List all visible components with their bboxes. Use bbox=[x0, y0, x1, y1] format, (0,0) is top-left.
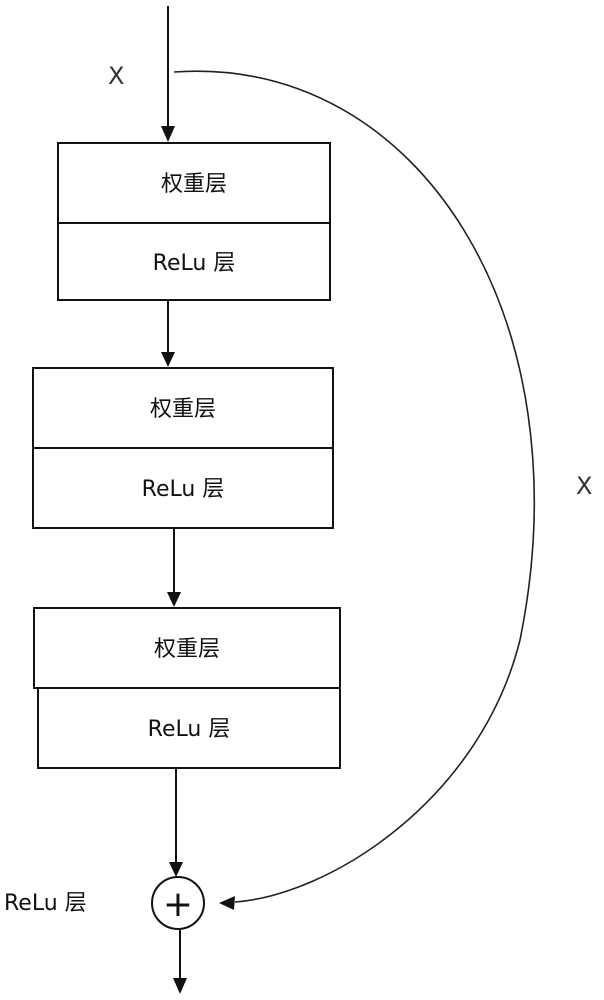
skip-connection-curve bbox=[173, 70, 535, 903]
weight-layer-label-1: 权重层 bbox=[161, 172, 227, 197]
relu-layer-box-3 bbox=[37, 687, 341, 769]
relu-layer-box-2 bbox=[32, 447, 334, 529]
layer-block-3: 权重层 ReLu 层 bbox=[33, 607, 341, 769]
relu-layer-label-1: ReLu 层 bbox=[153, 251, 236, 276]
output-arrow-head bbox=[173, 978, 187, 994]
weight-layer-label-3: 权重层 bbox=[154, 637, 220, 662]
relu-layer-label-2: ReLu 层 bbox=[142, 477, 225, 502]
sum-node-circle bbox=[151, 876, 205, 930]
relu-layer-box-1 bbox=[57, 222, 331, 301]
skip-connection-arrow-head bbox=[219, 896, 235, 910]
layer-block-1: 权重层 ReLu 层 bbox=[57, 142, 331, 301]
sum-symbol: + bbox=[163, 884, 193, 925]
weight-layer-box-2 bbox=[32, 367, 334, 449]
weight-layer-label-2: 权重层 bbox=[150, 397, 216, 422]
input-x-label: X bbox=[108, 62, 124, 90]
arrow-head-3-sum bbox=[169, 862, 183, 877]
arrow-head-2-3 bbox=[167, 592, 181, 607]
layer-block-2: 权重层 ReLu 层 bbox=[32, 367, 334, 529]
skip-x-label: X bbox=[576, 472, 592, 500]
relu-layer-label-3: ReLu 层 bbox=[148, 717, 231, 742]
sum-relu-label: ReLu 层 bbox=[4, 891, 87, 916]
arrow-head-1-2 bbox=[161, 352, 175, 367]
input-arrow-head bbox=[161, 126, 175, 142]
